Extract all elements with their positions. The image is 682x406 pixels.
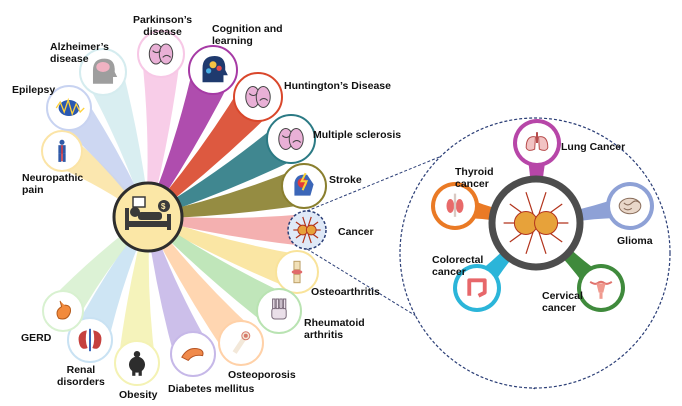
brain-mri-icon bbox=[278, 128, 304, 150]
ribbon-alzheimers bbox=[84, 66, 150, 218]
node-obesity bbox=[114, 340, 160, 386]
node-cervical bbox=[577, 264, 625, 312]
label-neuropathic-pain: Neuropathic pain bbox=[22, 172, 84, 196]
node-osteoporosis bbox=[218, 320, 264, 366]
node-stroke bbox=[281, 163, 327, 209]
kidney-icon bbox=[78, 328, 102, 352]
ribbon-obesity bbox=[118, 216, 156, 365]
label-lung: Lung Cancer bbox=[561, 141, 626, 153]
label-parkinsons: Parkinson’s disease bbox=[133, 14, 193, 38]
uterus-icon bbox=[589, 280, 613, 299]
node-glioma bbox=[606, 182, 654, 230]
cancer-cell-icon bbox=[293, 216, 321, 244]
thyroid-icon bbox=[446, 193, 464, 217]
brain-scan-icon bbox=[148, 43, 174, 65]
ribbon-cognition bbox=[146, 61, 232, 218]
label-osteoarthritis: Osteoarthritis bbox=[311, 286, 380, 298]
brain-waves-icon bbox=[55, 97, 85, 117]
stomach-icon bbox=[56, 300, 71, 320]
node-gerd bbox=[42, 290, 84, 332]
head-brain-icon bbox=[92, 58, 118, 84]
ribbon-osteoarthritis bbox=[147, 215, 304, 289]
label-diabetes: Diabetes mellitus bbox=[168, 383, 255, 395]
label-epilepsy: Epilepsy bbox=[12, 84, 56, 96]
label-thyroid: Thyroid cancer bbox=[455, 166, 494, 190]
node-colorectal bbox=[453, 264, 501, 312]
patient-in-bed-icon: $ bbox=[112, 181, 184, 253]
brain-scan-icon bbox=[245, 86, 271, 108]
node-epilepsy bbox=[46, 85, 92, 131]
node-diabetes bbox=[170, 331, 216, 377]
head-gears-icon bbox=[202, 56, 228, 83]
node-rheumatoid-arthritis bbox=[256, 288, 302, 334]
label-cancer: Cancer bbox=[338, 226, 374, 238]
ribbon-cancer bbox=[147, 213, 309, 247]
label-alzheimers: Alzheimer’s disease bbox=[50, 41, 109, 65]
tumor-cells-icon bbox=[488, 175, 584, 271]
label-obesity: Obesity bbox=[119, 389, 158, 401]
label-rheumatoid-arthritis: Rheumatoid arthritis bbox=[304, 317, 365, 341]
ribbon-osteoporosis bbox=[146, 215, 257, 355]
ribbon-diabetes bbox=[146, 216, 211, 360]
bone-icon bbox=[232, 331, 251, 354]
node-parkinsons bbox=[137, 30, 185, 78]
label-colorectal: Colorectal cancer bbox=[432, 254, 484, 278]
colon-icon bbox=[467, 278, 487, 298]
ribbon-parkinsons bbox=[141, 52, 181, 218]
ribbon-huntingtons bbox=[146, 83, 274, 219]
node-alzheimers bbox=[79, 48, 127, 96]
ribbon-renal bbox=[73, 216, 150, 348]
knee-joint-icon bbox=[291, 260, 303, 284]
node-thyroid bbox=[431, 182, 479, 230]
node-osteoarthritis bbox=[275, 250, 319, 294]
label-gerd: GERD bbox=[21, 332, 52, 344]
lungs-icon bbox=[525, 132, 549, 151]
node-cognition bbox=[188, 45, 238, 95]
label-renal: Renal disorders bbox=[57, 364, 105, 388]
label-osteoporosis: Osteoporosis bbox=[228, 369, 296, 381]
svg-text:$: $ bbox=[161, 202, 166, 211]
pancreas-icon bbox=[181, 348, 204, 362]
ribbon-multiple-sclerosis bbox=[147, 121, 301, 219]
label-huntingtons: Huntington’s Disease bbox=[284, 80, 391, 92]
obese-person-icon bbox=[129, 351, 145, 376]
disease-nodes bbox=[41, 30, 327, 386]
brain-icon bbox=[618, 197, 642, 215]
hand-xray-icon bbox=[271, 298, 287, 320]
label-glioma: Glioma bbox=[617, 235, 653, 247]
node-huntingtons bbox=[233, 72, 283, 122]
label-cognition: Cognition and learning bbox=[212, 23, 283, 47]
label-cervical: Cervical cancer bbox=[542, 290, 583, 314]
node-cancer bbox=[287, 210, 327, 250]
label-multiple-sclerosis: Multiple sclerosis bbox=[313, 129, 402, 141]
ribbon-stroke bbox=[147, 167, 308, 219]
node-multiple-sclerosis bbox=[266, 114, 316, 164]
node-renal bbox=[67, 317, 113, 363]
node-neuropathic-pain bbox=[41, 130, 83, 172]
nerve-body-icon bbox=[58, 139, 66, 162]
ribbon-rheumatoid-arthritis bbox=[146, 215, 290, 327]
label-stroke: Stroke bbox=[329, 174, 362, 186]
node-lung bbox=[513, 119, 561, 167]
brain-stroke-icon bbox=[294, 172, 314, 196]
